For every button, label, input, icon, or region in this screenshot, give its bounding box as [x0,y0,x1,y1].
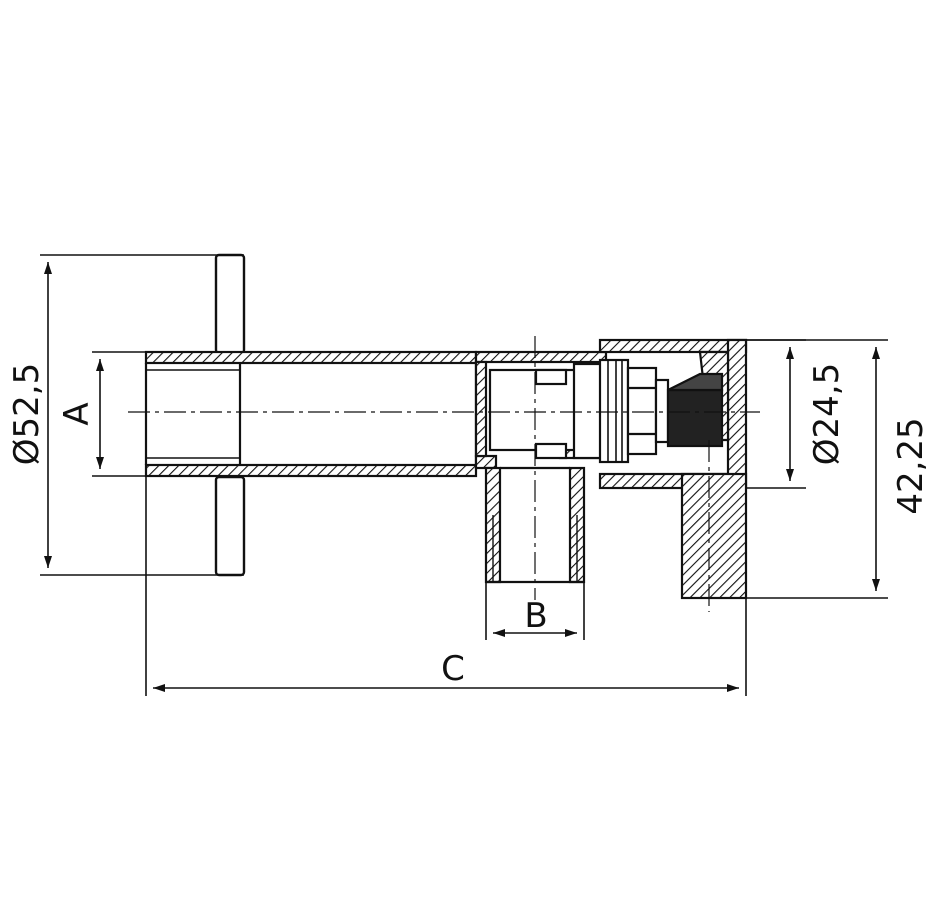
outlet-connector [484,466,586,584]
label-C: C [441,649,465,689]
dimension-inner-diameter [746,339,806,489]
dimension-B [485,582,585,640]
inlet-pipe [144,350,478,478]
valve-body [474,350,670,470]
dimension-height [746,339,888,599]
dimension-A [92,351,146,477]
center-lines [128,336,760,612]
label-A: A [57,402,97,425]
label-height: 42,25 [891,417,931,514]
label-B: B [524,596,547,636]
label-outer-diameter: Ø52,5 [7,363,47,465]
label-inner-diameter: Ø24,5 [807,363,847,465]
dimension-outer-diameter [40,254,244,576]
dimension-C [145,476,747,696]
handle-cap [598,338,748,600]
